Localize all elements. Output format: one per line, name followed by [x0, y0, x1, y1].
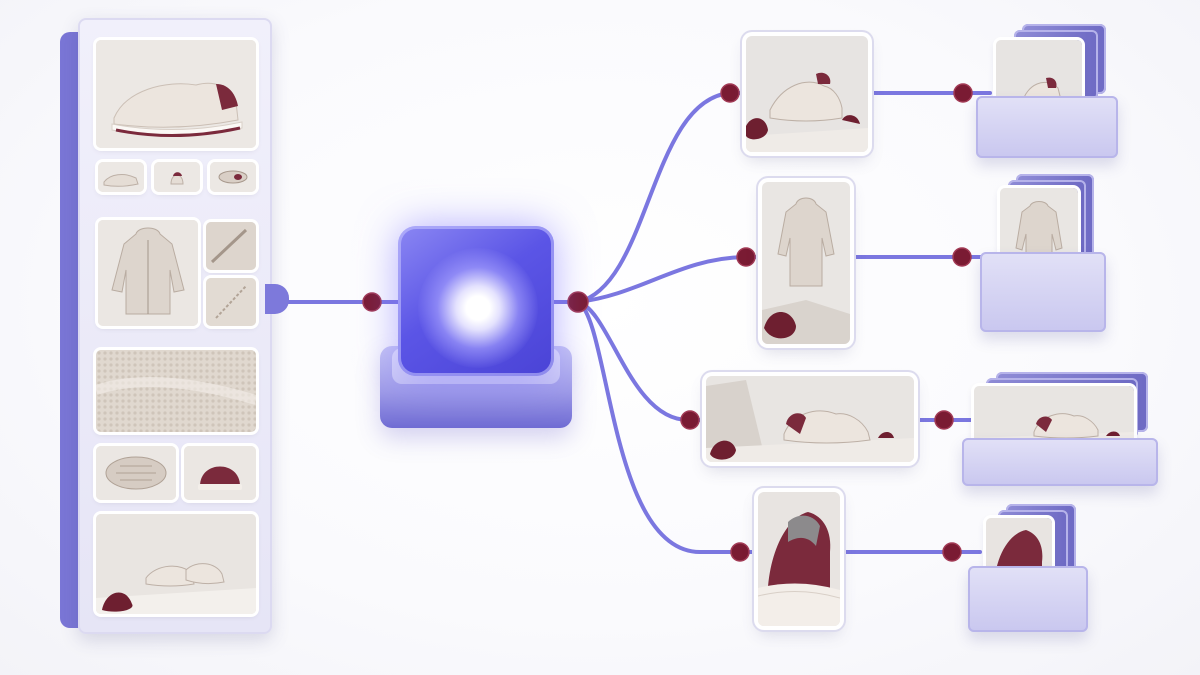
- connector-branch-3: [576, 300, 708, 422]
- sneaker-icon: [154, 162, 200, 192]
- sneaker-thumb-heel[interactable]: [154, 162, 200, 192]
- node-branch-3: [680, 410, 700, 430]
- heel-tray[interactable]: [968, 502, 1088, 632]
- hoodie-zipper-detail[interactable]: [206, 278, 256, 326]
- connector-branch-2: [576, 255, 764, 304]
- connector-branch-4: [576, 300, 760, 554]
- node-branch-2: [736, 247, 756, 267]
- banner-tray[interactable]: [962, 370, 1158, 486]
- node-branch-4: [730, 542, 750, 562]
- sneaker-outsole-photo[interactable]: [96, 446, 176, 500]
- connector-lines: [284, 91, 992, 554]
- panel-output-port: [265, 284, 289, 314]
- fabric-detail-icon: [206, 222, 256, 270]
- sneaker-icon: [96, 40, 256, 148]
- sneaker-tray[interactable]: [976, 22, 1118, 158]
- connector-branch-1: [576, 91, 747, 304]
- connector-nodes: [362, 83, 973, 562]
- hoodie-collar-detail[interactable]: [206, 222, 256, 270]
- fabric-texture-icon: [96, 350, 256, 432]
- node-tray-4: [942, 542, 962, 562]
- node-input: [362, 292, 382, 312]
- sneaker-sole-icon: [96, 446, 176, 500]
- node-branch-1: [720, 83, 740, 103]
- sneaker-heel-icon: [184, 446, 256, 500]
- hoodie-on-rocks-card[interactable]: [762, 182, 850, 344]
- hoodie-icon: [98, 220, 198, 326]
- zipper-icon: [206, 278, 256, 326]
- tray-box: [968, 566, 1088, 632]
- sneaker-hero-photo[interactable]: [96, 40, 256, 148]
- hoodie-tray[interactable]: [980, 172, 1106, 332]
- tray-box: [976, 96, 1118, 158]
- sneaker-icon: [706, 376, 914, 462]
- node-tray-3: [934, 410, 954, 430]
- knit-fabric-texture[interactable]: [96, 350, 256, 432]
- sneaker-thumb-sole[interactable]: [210, 162, 256, 192]
- tray-box: [980, 252, 1106, 332]
- sneaker-heel-collar-photo[interactable]: [184, 446, 256, 500]
- hoodie-icon: [762, 182, 850, 344]
- node-hub-out: [567, 291, 589, 313]
- sneaker-wide-banner-card[interactable]: [706, 376, 914, 462]
- hub-light-glow: [418, 248, 538, 368]
- sneaker-pair-icon: [96, 514, 256, 614]
- sneaker-heel-icon: [758, 492, 840, 626]
- sneaker-thumb-side[interactable]: [98, 162, 144, 192]
- zip-hoodie-photo[interactable]: [98, 220, 198, 326]
- node-tray-2: [952, 247, 972, 267]
- sneaker-pair-lifestyle-photo[interactable]: [96, 514, 256, 614]
- tray-box: [962, 438, 1158, 486]
- sneaker-icon: [746, 36, 868, 152]
- sneaker-sole-icon: [210, 162, 256, 192]
- node-tray-1: [953, 83, 973, 103]
- sneaker-icon: [98, 162, 144, 192]
- heel-closeup-card[interactable]: [758, 492, 840, 626]
- sneaker-on-rocks-card[interactable]: [746, 36, 868, 152]
